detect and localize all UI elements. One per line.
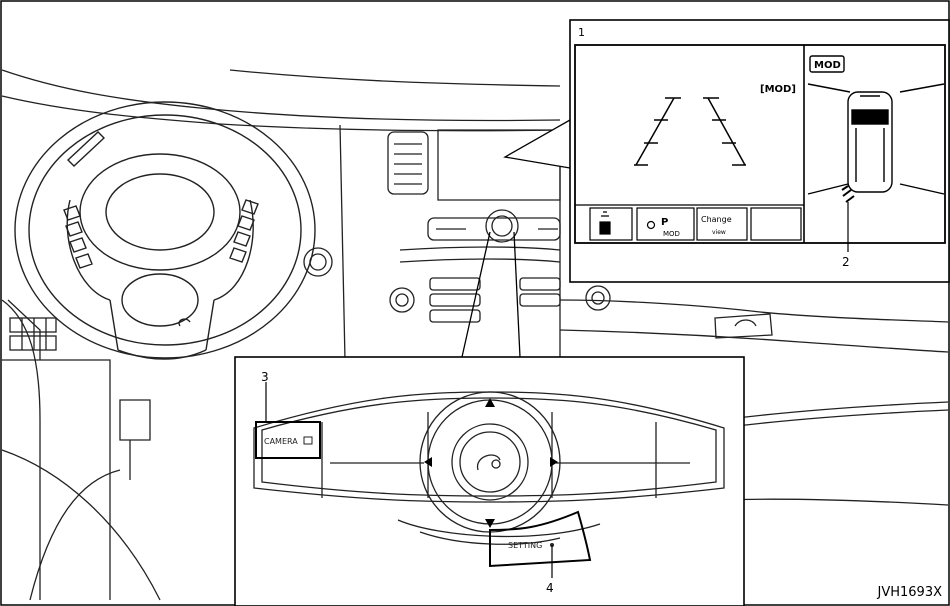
camera-button-label: CAMERA xyxy=(264,437,298,446)
mod-badge-frame xyxy=(809,55,845,73)
callout-3: 3 xyxy=(261,370,269,384)
change-view-button-label: Change xyxy=(701,215,732,224)
pw-mod-button-label: P xyxy=(661,217,668,228)
dial-arrows xyxy=(424,398,558,528)
callout-1: 1 xyxy=(578,26,585,39)
dial-right-arrow xyxy=(550,457,558,467)
callout-2: 2 xyxy=(842,255,850,269)
setting-indicator-dot xyxy=(550,543,554,547)
birds-eye-view xyxy=(807,83,945,195)
blank-screen-button xyxy=(750,207,802,241)
screen-buttons: P MOD Change view xyxy=(589,207,802,241)
figure-code: JVH1693X xyxy=(877,585,943,600)
setting-button xyxy=(489,510,592,568)
sonar-indicator xyxy=(841,185,855,203)
sonar-icon xyxy=(599,211,611,235)
rear-view-guidelines xyxy=(634,97,746,166)
controller-inset: CAMERA SETTING 3 4 xyxy=(234,356,745,606)
inset-pointer-display xyxy=(503,119,571,169)
callout-4: 4 xyxy=(546,581,554,595)
mod-indicator: [MOD] xyxy=(760,84,796,95)
dial-up-arrow xyxy=(485,398,495,407)
change-view-button-sublabel: view xyxy=(712,229,726,236)
pw-mod-button-sublabel: MOD xyxy=(663,230,680,238)
change-view-button xyxy=(696,207,748,241)
camera-switch-icon xyxy=(646,220,656,230)
setting-button-label: SETTING xyxy=(508,541,542,550)
camera-icon xyxy=(303,436,313,445)
pw-mod-button xyxy=(636,207,695,241)
camera-button xyxy=(255,421,321,459)
dial-left-arrow xyxy=(424,457,432,467)
steering-wheel xyxy=(14,101,316,360)
dial-down-arrow xyxy=(485,519,495,528)
sonar-button xyxy=(589,207,633,241)
display-inset: 1 [MOD] P MOD Change xyxy=(569,19,950,283)
inset-pointer-controller xyxy=(461,231,521,358)
dashboard-background xyxy=(1,69,949,601)
vehicle-icon xyxy=(847,91,893,193)
mod-badge: MOD xyxy=(814,60,841,71)
